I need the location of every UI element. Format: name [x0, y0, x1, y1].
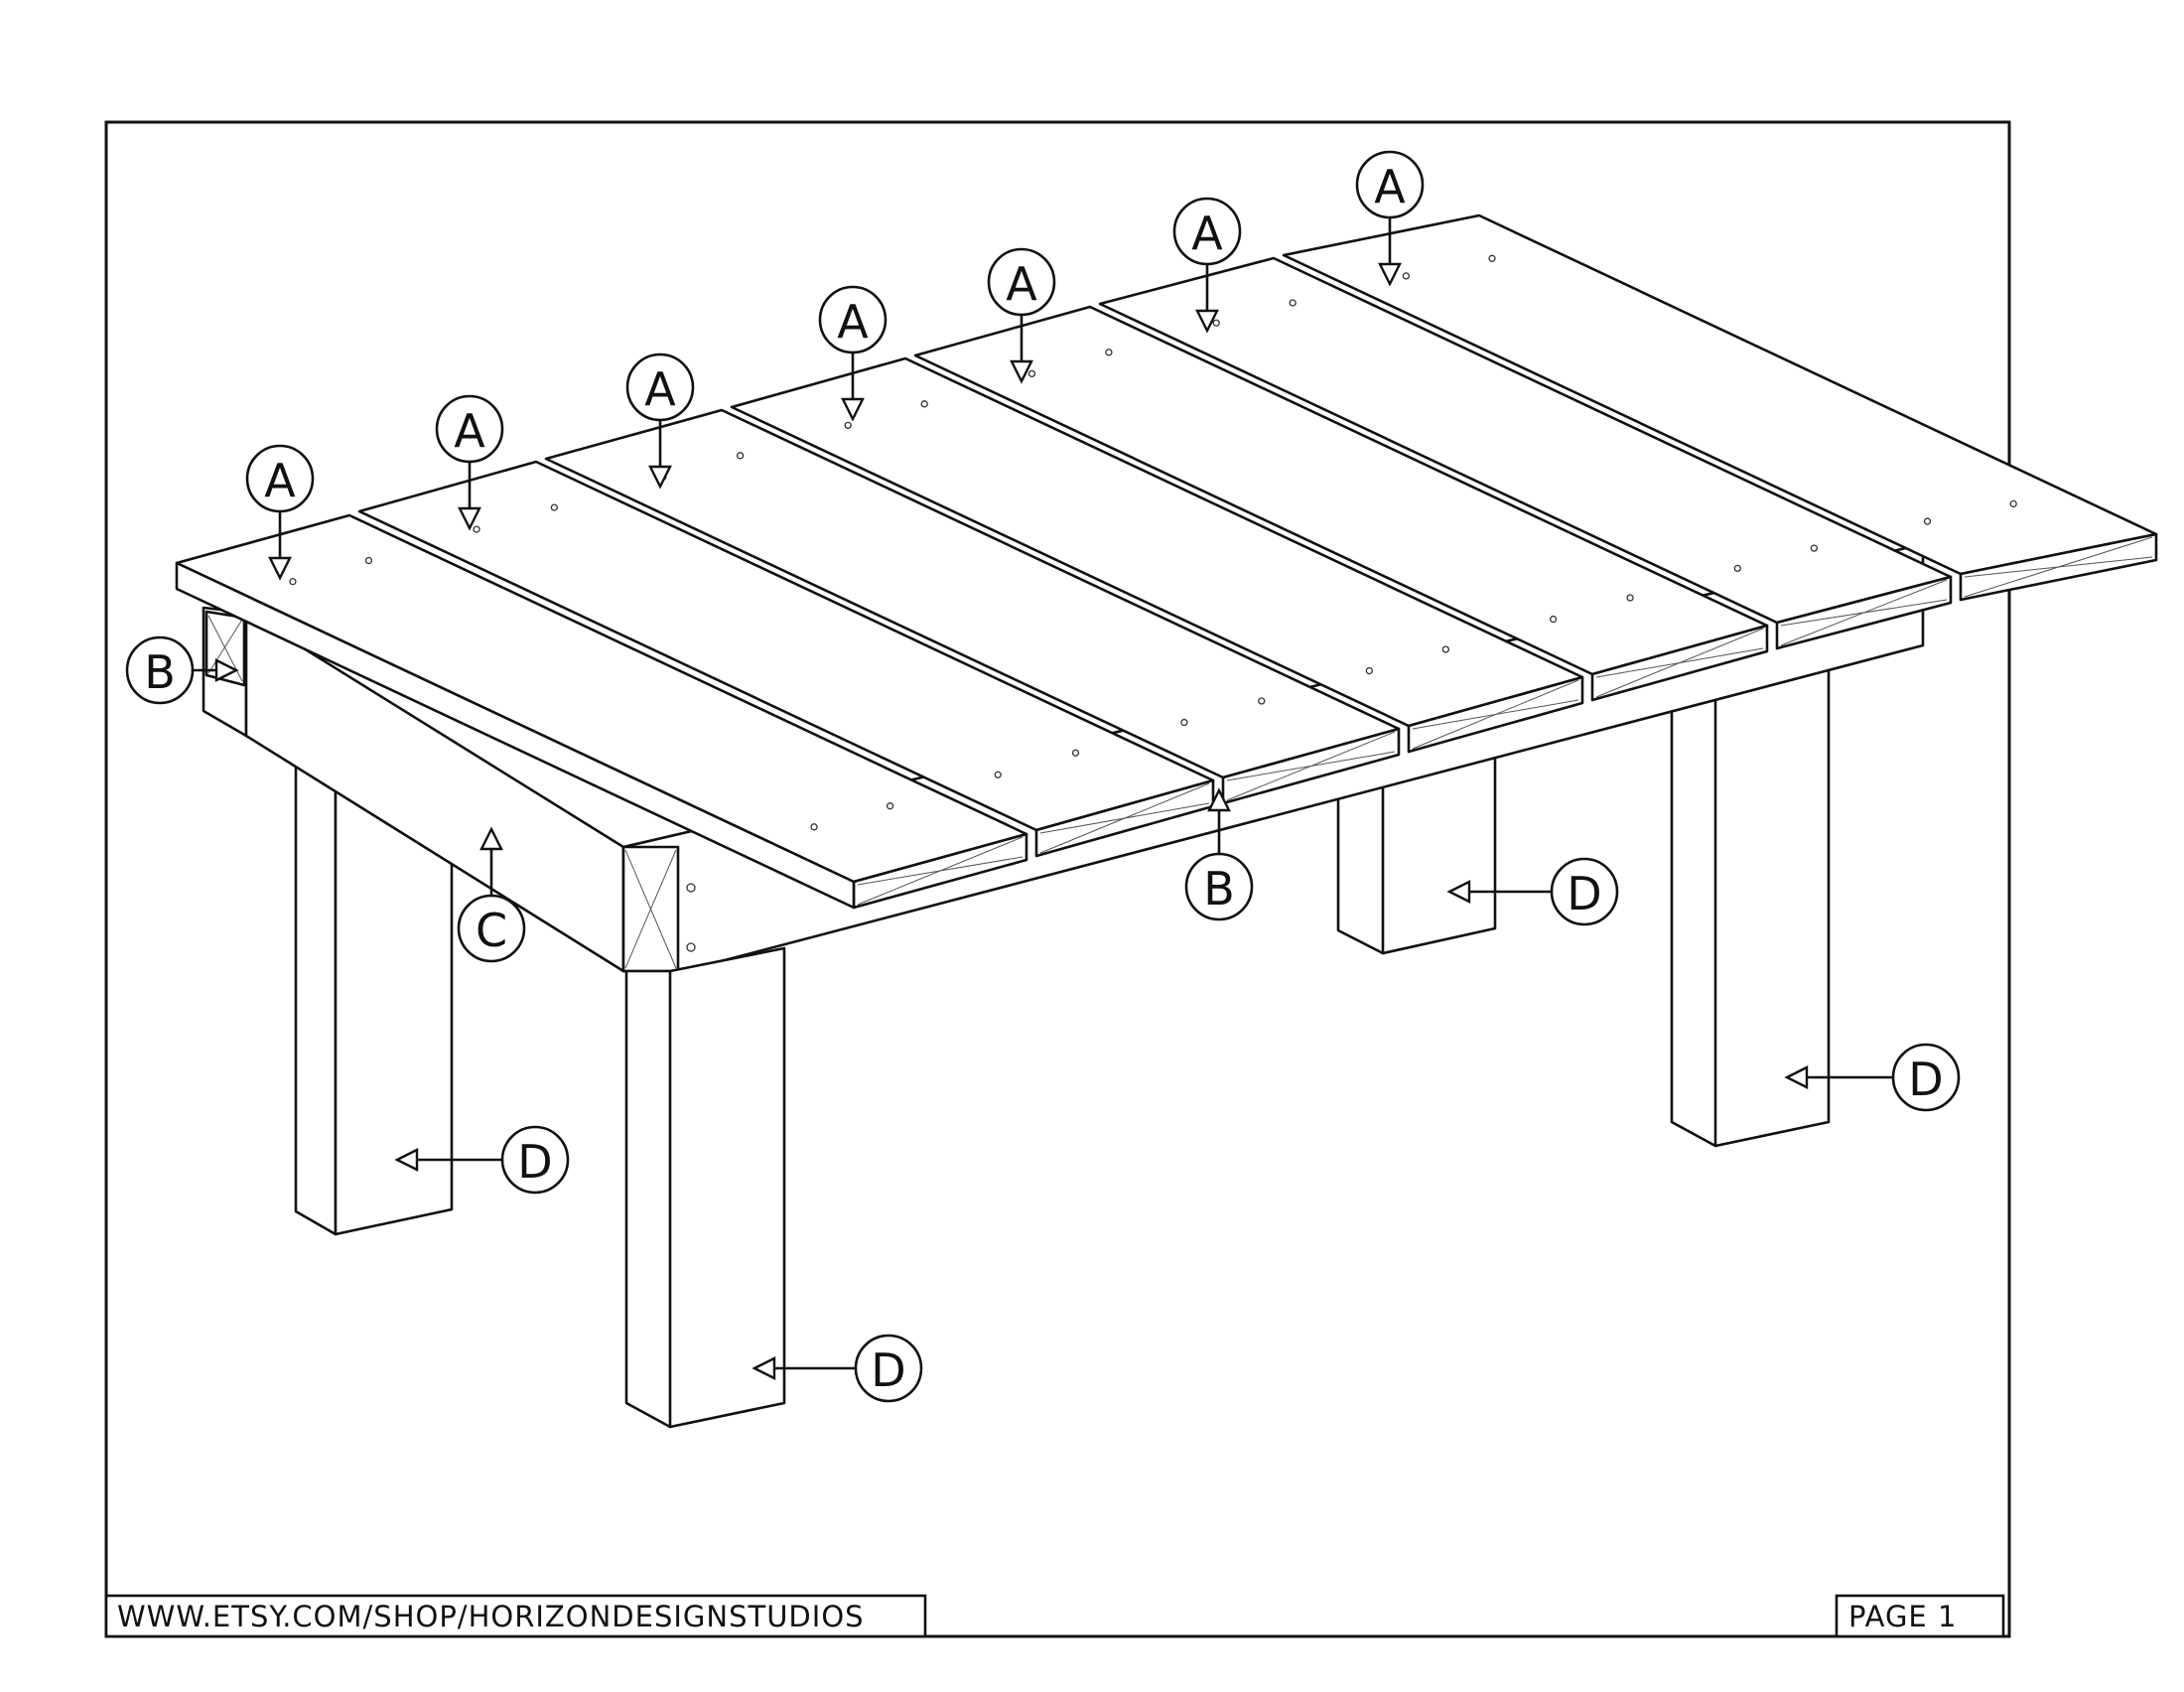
callout-b-front: B [1184, 787, 1254, 921]
callouts: A A A A A A A B B C D D D D [125, 150, 1961, 1403]
footer-url-box: WWW.ETSY.COM/SHOP/HORIZONDESIGNSTUDIOS [104, 1594, 927, 1638]
leg-front-right [1670, 664, 1831, 1148]
callout-c: C [457, 826, 526, 963]
footer-url: WWW.ETSY.COM/SHOP/HORIZONDESIGNSTUDIOS [117, 1600, 865, 1633]
callout-b-front-label: B [1203, 862, 1235, 916]
footer-page-box: PAGE 1 [1835, 1594, 2005, 1638]
top-boards [175, 213, 2158, 910]
callout-a-6: A [1172, 197, 1242, 334]
callout-d-front-right: D [1784, 1043, 1961, 1112]
top-board-6 [1098, 256, 1953, 650]
callout-a-4: A [818, 285, 887, 422]
callout-d-back-left-label: D [517, 1135, 552, 1189]
callout-b-left-label: B [144, 645, 176, 699]
callout-a-7-label: A [1374, 160, 1406, 213]
callout-d-back-right-label: D [1567, 867, 1601, 920]
callout-d-back-left: D [394, 1125, 570, 1195]
callout-c-label: C [476, 904, 507, 957]
top-board-2 [357, 460, 1215, 858]
top-board-4 [730, 356, 1584, 754]
callout-a-3: A [625, 352, 695, 490]
leg-front-left [624, 946, 786, 1429]
callout-a-2: A [435, 394, 504, 531]
callout-d-back-right: D [1446, 857, 1619, 926]
callout-a-2-label: A [454, 404, 485, 458]
page-number: PAGE 1 [1848, 1600, 1957, 1633]
callout-a-6-label: A [1191, 207, 1223, 260]
callout-a-3-label: A [644, 362, 676, 416]
leg-back-left [294, 763, 454, 1236]
callout-d-front-left-label: D [871, 1343, 905, 1397]
callout-a-5: A [987, 247, 1056, 384]
top-board-1 [175, 513, 1028, 910]
callout-a-7: A [1355, 150, 1425, 287]
callout-a-1-label: A [264, 454, 296, 507]
callout-d-front-left: D [751, 1334, 923, 1403]
callout-a-5-label: A [1006, 257, 1037, 311]
callout-a-4-label: A [837, 295, 869, 349]
callout-a-1: A [245, 444, 315, 581]
top-board-5 [913, 305, 1769, 702]
top-board-7 [1282, 213, 2158, 602]
sheet-border [104, 120, 2011, 1638]
callout-d-front-right-label: D [1908, 1053, 1943, 1106]
callout-b-left: B [125, 635, 239, 705]
